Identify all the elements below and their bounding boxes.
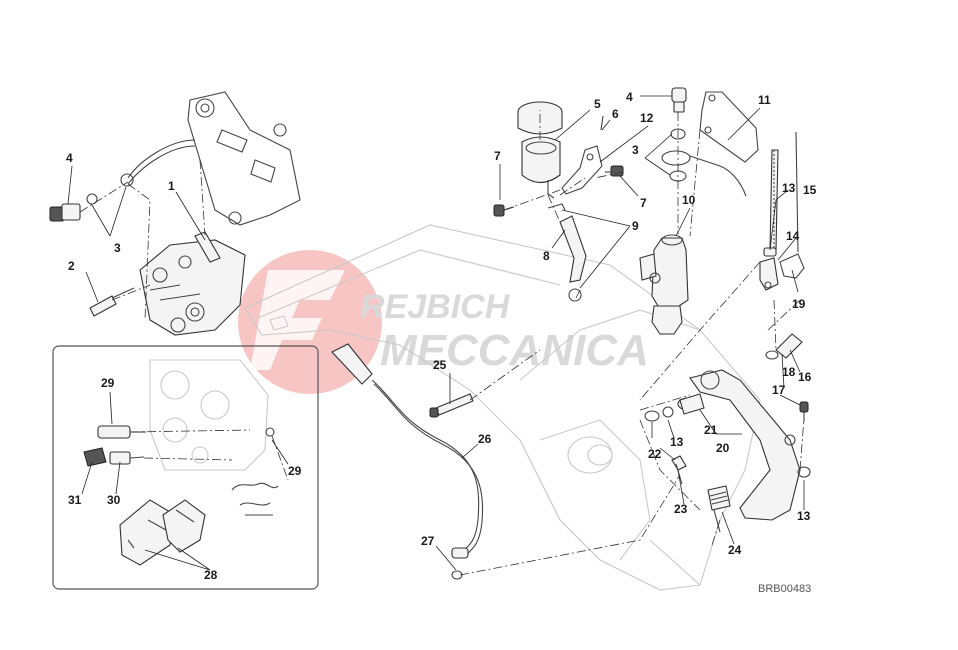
callout-30: 30 (107, 493, 121, 507)
callout-18: 18 (782, 365, 796, 379)
banjo-bolt-left (49, 173, 134, 222)
callout-13-top: 13 (782, 181, 796, 195)
callout-24: 24 (728, 543, 742, 557)
callout-14: 14 (786, 229, 800, 243)
pedal-pivot-bolt (765, 333, 803, 360)
callout-11: 11 (758, 93, 771, 107)
callout-3-left: 3 (114, 241, 121, 255)
callout-21: 21 (704, 423, 718, 437)
heat-shield-plate (699, 91, 759, 163)
callout-4-left: 4 (66, 151, 73, 165)
frame-ghost-outline (244, 224, 761, 591)
callout-22: 22 (648, 447, 662, 461)
speed-sensor (331, 343, 484, 580)
callout-17: 17 (772, 383, 786, 397)
caliper-bolt (89, 287, 135, 317)
callout-8: 8 (543, 249, 550, 263)
diagram-code: BRB00483 (758, 583, 811, 595)
brake-caliper (139, 231, 246, 336)
callout-27: 27 (421, 534, 435, 548)
callout-28: 28 (204, 568, 218, 582)
callout-26: 26 (478, 432, 492, 446)
bleed-valve (83, 447, 145, 467)
push-rod (759, 131, 799, 291)
callout-6: 6 (612, 107, 619, 121)
callout-1: 1 (168, 179, 175, 193)
brake-pads (119, 499, 206, 566)
adjuster-screw (797, 401, 811, 478)
clip (600, 115, 604, 131)
callout-4-right: 4 (626, 90, 633, 104)
callout-5: 5 (594, 97, 601, 111)
detail-inset-box (52, 345, 319, 590)
reservoir-screw-right (605, 165, 624, 177)
callout-7-left: 7 (494, 149, 501, 163)
master-cylinder (639, 234, 689, 335)
callout-16: 16 (798, 370, 812, 384)
callout-labels: 1 2 3 4 5 6 12 4 11 7 3 7 10 13 15 9 8 1… (66, 90, 817, 582)
callout-3-right: 3 (632, 143, 639, 157)
pad-spring (231, 427, 279, 516)
reservoir-screw-left (493, 204, 515, 217)
brake-light-switch (707, 485, 731, 533)
assembly-lines (79, 110, 805, 576)
callout-29-right: 29 (288, 464, 302, 478)
banjo-bolt-right (661, 87, 747, 197)
return-spring-plate (779, 253, 805, 279)
callout-23: 23 (674, 502, 688, 516)
pedal-spring-stud (671, 455, 687, 485)
pivot-bolt (429, 393, 474, 418)
reservoir-hose (547, 203, 587, 302)
callout-19: 19 (792, 297, 806, 311)
brake-pedal (689, 369, 801, 521)
callout-7-right: 7 (640, 196, 647, 210)
callout-2: 2 (68, 259, 75, 273)
pedal-bushing (644, 393, 705, 422)
callout-13-bottom: 13 (797, 509, 811, 523)
leader-lines (67, 95, 805, 571)
callout-29-top: 29 (101, 376, 115, 390)
callout-13-mid: 13 (670, 435, 684, 449)
callout-12: 12 (640, 111, 654, 125)
callout-25: 25 (433, 358, 447, 372)
reservoir-bracket (561, 145, 603, 195)
callout-31: 31 (68, 493, 82, 507)
callout-20: 20 (716, 441, 730, 455)
caliper-ghost-detail (149, 359, 269, 471)
watermark-text-line1: REJBICH (360, 288, 511, 326)
callout-9: 9 (632, 219, 639, 233)
brake-hose-left (127, 139, 196, 179)
callout-15: 15 (803, 183, 817, 197)
caliper-bracket (187, 91, 301, 226)
watermark-text-line2: MECCANICA (380, 326, 649, 375)
callout-10: 10 (682, 193, 696, 207)
